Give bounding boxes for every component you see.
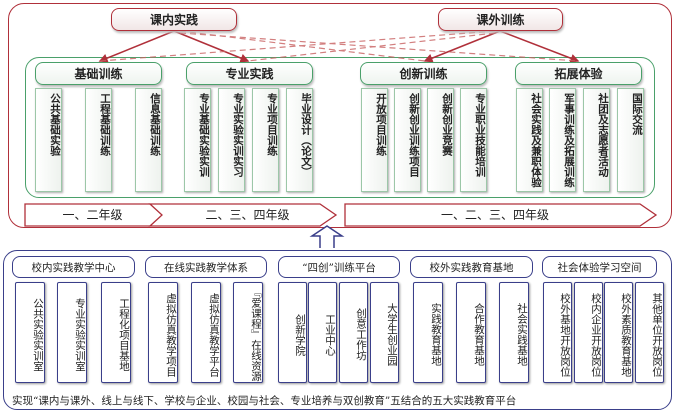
platforms-frame (3, 250, 672, 410)
platform-item: 创意工作坊 (339, 282, 368, 383)
platform-item: 实践教育基地 (413, 282, 443, 383)
extracurricular-training-box: 课外训练 (438, 8, 563, 31)
platform-item: 合作教育基地 (456, 282, 486, 383)
group-item: 开放项目训练 (361, 88, 388, 192)
platform-item: 校外基地开放岗位 (543, 282, 572, 383)
platform-header: 社会体验学习空间 (542, 256, 657, 278)
group-header: 拓展体验 (515, 62, 642, 85)
platform-item: 『爱课程』在线资源 (233, 282, 263, 383)
up-arrow-icon (309, 225, 345, 248)
group-item: 信息基础训练 (135, 88, 162, 192)
group-item: 工程基础训练 (85, 88, 112, 192)
platform-item: 工程化项目基地 (101, 282, 131, 383)
platforms-summary: 实现“课内与课外、线上与线下、学校与企业、校园与社会、专业培养与双创教育”五结合… (12, 395, 517, 407)
platform-header: 在线实践教学体系 (145, 256, 267, 278)
connector-arrows (24, 30, 658, 248)
group-item: 社团及志愿者活动 (583, 88, 610, 192)
group-header: 基础训练 (35, 62, 162, 85)
platform-item: 虚拟仿真教学平台 (191, 282, 221, 383)
grade-label-2-4: 二、三、四年级 (205, 208, 290, 222)
platform-item: 专业实验实训室 (57, 282, 87, 383)
platform-item: 虚拟仿真教学项目 (148, 282, 178, 383)
platform-header: 校外实践教育基地 (410, 256, 533, 278)
platform-item: 社会实践基地 (499, 282, 529, 383)
in-class-practice-box: 课内实践 (111, 8, 237, 31)
arrow-to-major (173, 30, 250, 63)
platform-item: 工业中心 (308, 282, 337, 383)
platform-item: 其他单位开放岗位 (635, 282, 664, 383)
grade-label-1-4: 一、二、三、四年级 (440, 208, 549, 222)
group-item: 社会实践及兼职体验 (516, 88, 543, 192)
group-item: 创新创业训练项目 (394, 88, 421, 192)
group-item: 专业项目训练 (252, 88, 279, 192)
group-item: 毕业设计（论文） (286, 88, 313, 192)
group-item: 专业实验实训实习 (218, 88, 245, 192)
group-item: 专业基础实验实训 (184, 88, 211, 192)
arrow-to-innovation (423, 30, 501, 63)
arrow-to-basic (98, 30, 175, 63)
training-groups-frame (25, 57, 655, 198)
group-item: 军事训练及拓展训练 (549, 88, 576, 192)
platform-header: “四创”训练平台 (278, 256, 400, 278)
platform-item: 大学生创业园 (370, 282, 399, 383)
group-header: 专业实践 (186, 62, 313, 85)
group-header: 创新训练 (360, 62, 487, 85)
practice-system-frame (8, 3, 672, 228)
platform-item: 校内企业开放岗位 (574, 282, 603, 383)
group-item: 专业职业技能培训 (460, 88, 487, 192)
arrow-to-expansion (499, 30, 580, 63)
grade-arrows (24, 203, 658, 227)
grade-label-1-2: 一、二年级 (62, 208, 123, 222)
group-item: 创新创业竞赛 (427, 88, 454, 192)
platform-item: 校外素质教育基地 (604, 282, 633, 383)
group-item: 国际交流 (617, 88, 644, 192)
platform-item: 创新学院 (278, 282, 307, 383)
platform-header: 校内实践教学中心 (12, 256, 135, 278)
group-item: 公共基础实验 (35, 88, 62, 192)
platform-item: 公共实验实训室 (15, 282, 45, 383)
